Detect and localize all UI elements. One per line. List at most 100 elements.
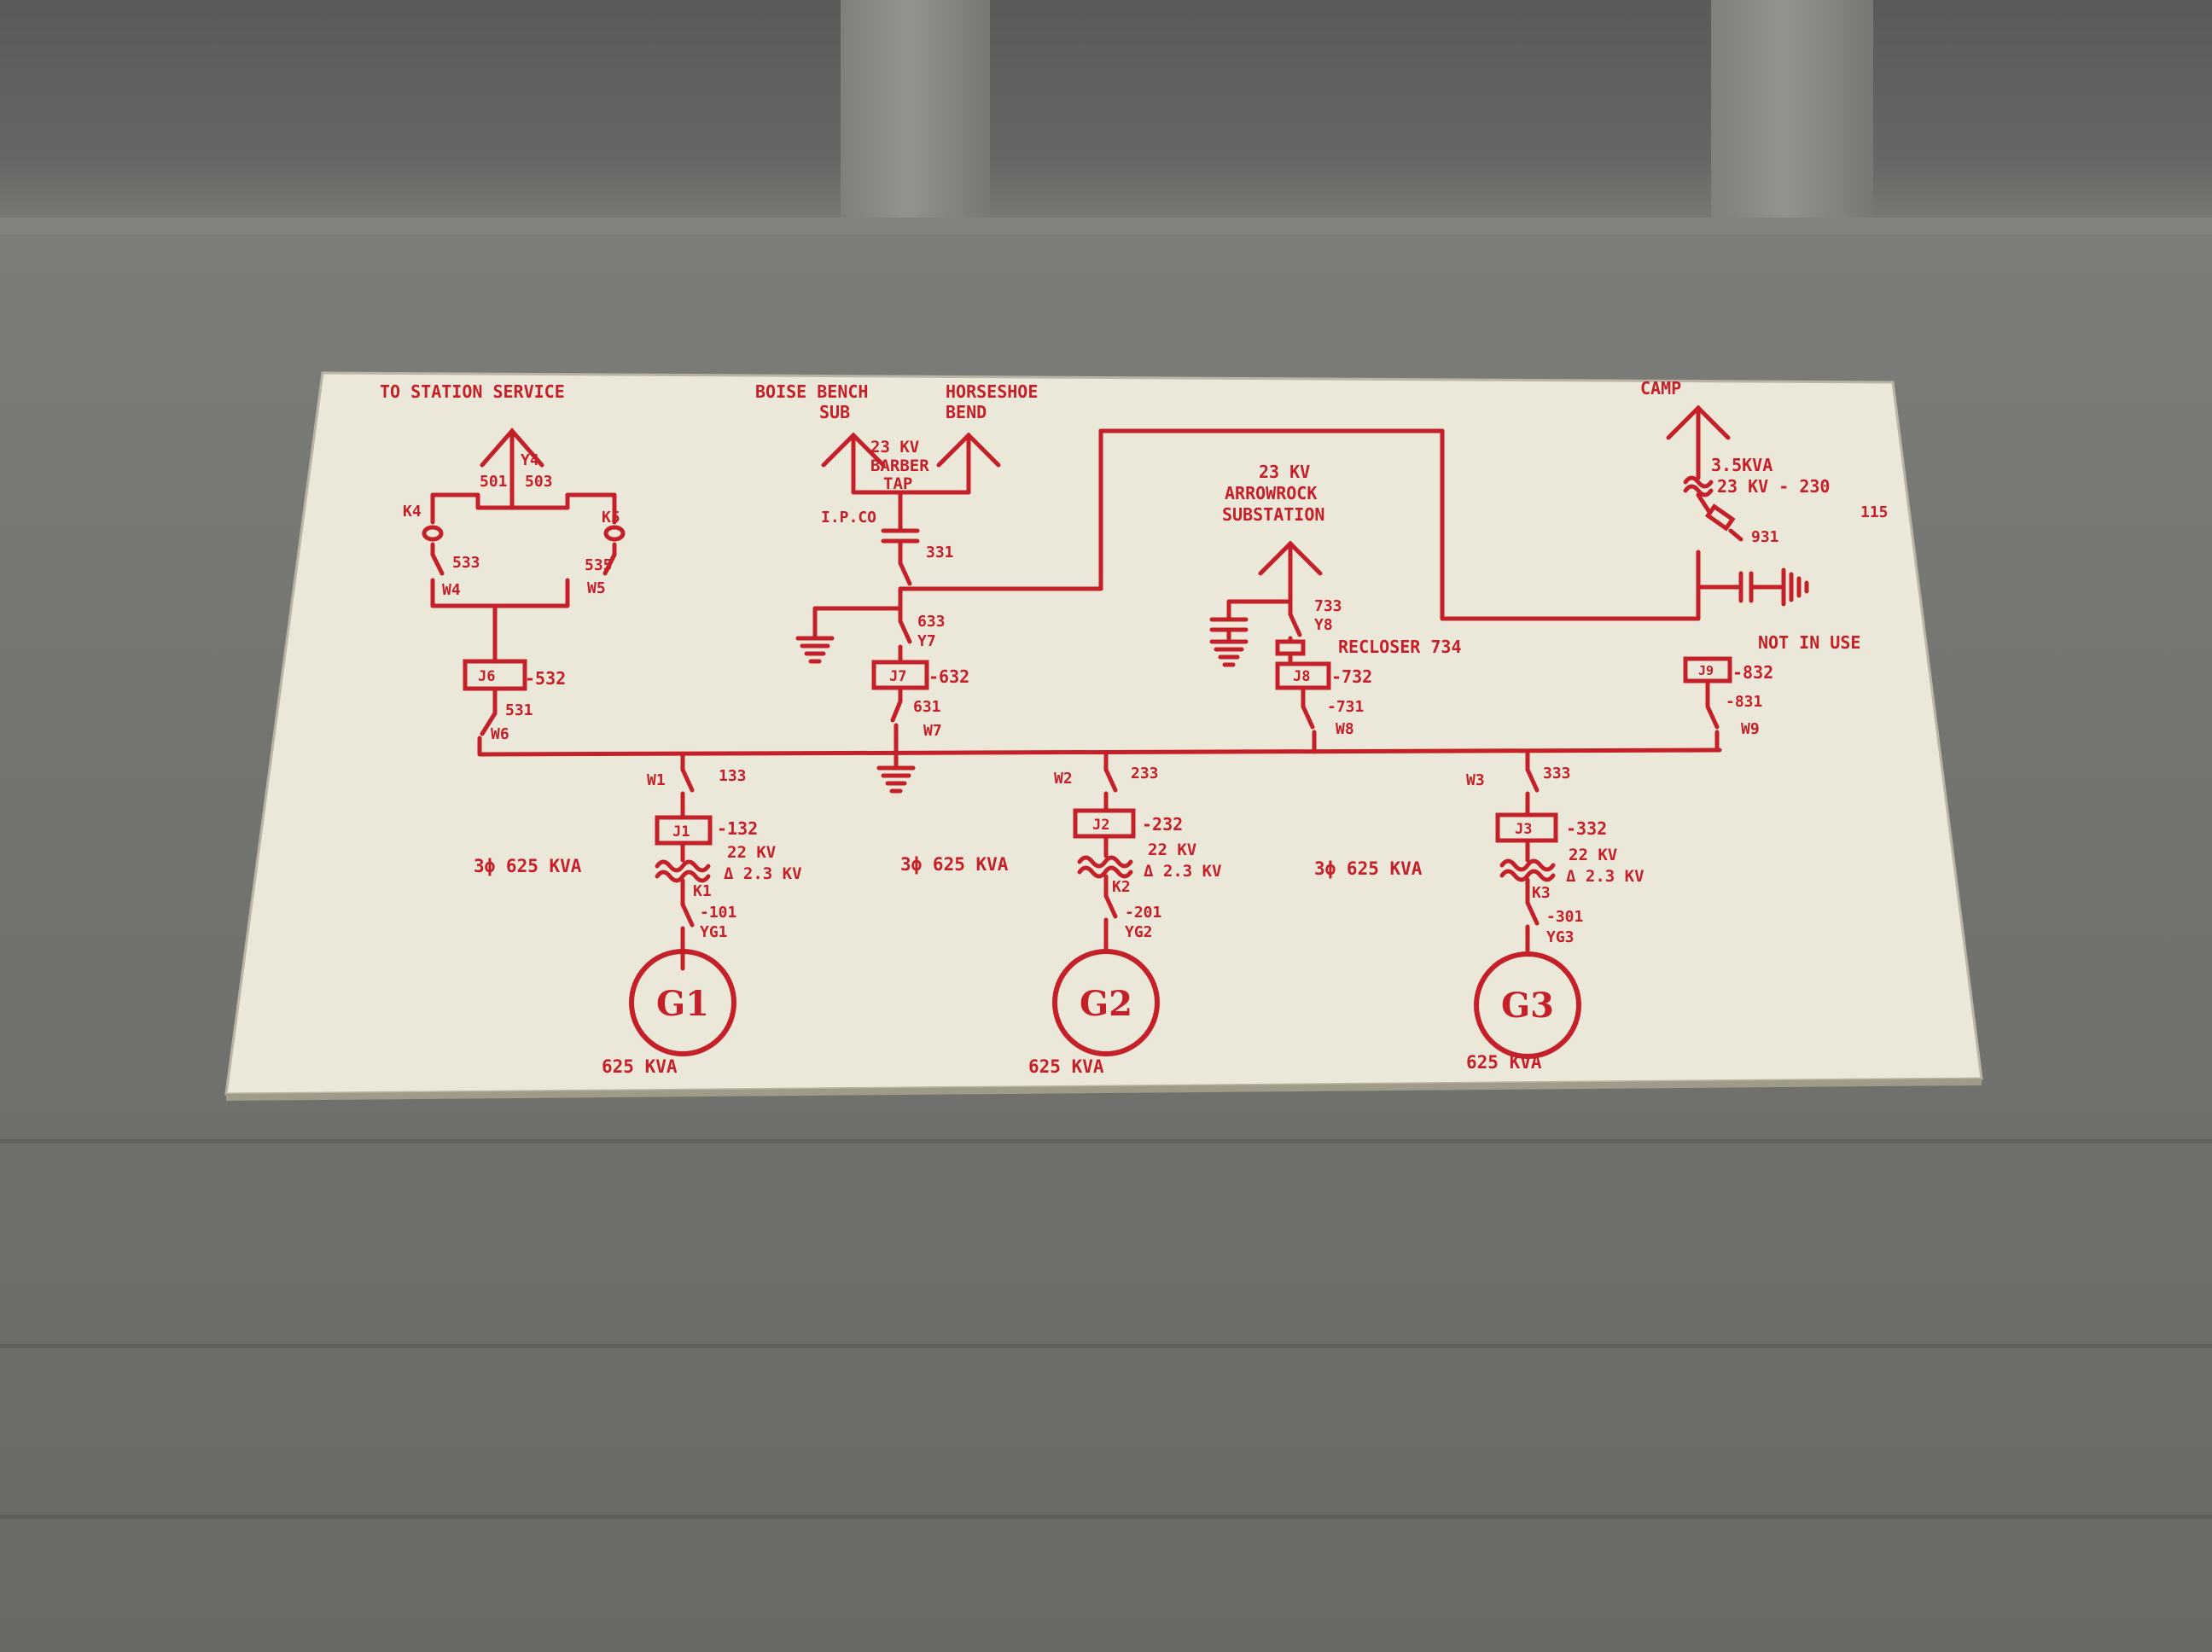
breaker-301 [1525,900,1540,926]
label-731: -731 [1327,698,1364,716]
label-632: -632 [928,666,969,687]
switch-631 [890,699,903,723]
label-w1: W1 [647,771,666,789]
label-832: -832 [1732,662,1773,683]
label-w3: W3 [1466,771,1485,789]
label-301: -301 [1546,908,1583,926]
breaker-101 [680,902,695,928]
label-camp-ratio-den: 115 [1860,503,1889,521]
label-hv3: 22 KV [1569,846,1617,864]
label-yg2: YG2 [1125,923,1153,941]
label-y8: Y8 [1314,616,1333,634]
label-233: 233 [1131,765,1159,782]
main-bus [477,747,1722,757]
label-332: -332 [1566,818,1607,839]
label-camp: CAMP [1640,378,1681,398]
label-831: -831 [1726,693,1762,711]
label-132: -132 [717,818,758,839]
switch-333 [1525,767,1540,793]
label-w5: W5 [587,579,606,597]
label-y7: Y7 [917,632,936,650]
label-g2: G2 [1080,984,1132,1024]
breaker-201 [1103,893,1118,919]
label-j1: J1 [672,823,690,841]
switch-535 [602,552,617,576]
fuse-k5 [603,525,626,542]
fuse-931 [1704,503,1736,532]
diagram-labels: TO STATION SERVICE BOISE BENCH SUB HORSE… [380,378,1889,1077]
label-501: 501 [480,473,508,491]
label-w4: W4 [442,581,461,599]
transformer-2 [1077,855,1133,869]
label-arrowrock: ARROWROCK [1225,483,1317,503]
label-j9: J9 [1698,663,1714,678]
fuse-k4 [422,525,444,542]
label-not-in-use: NOT IN USE [1758,632,1860,653]
label-tx3: 3ϕ 625 KVA [1314,858,1423,879]
label-j3: J3 [1515,821,1532,838]
label-w6: W6 [491,725,509,743]
board-edge [226,1079,1982,1101]
label-g3: G3 [1501,986,1554,1026]
label-531: 531 [505,701,533,719]
label-w9: W9 [1741,720,1760,738]
label-k3: K3 [1532,884,1551,902]
label-station-service: TO STATION SERVICE [380,381,565,402]
label-horseshoe-bend: BEND [946,402,987,422]
label-931: 931 [1751,528,1779,546]
label-503: 503 [525,473,553,491]
label-tx1: 3ϕ 625 KVA [474,856,582,876]
label-hv1: 22 KV [727,843,776,862]
transformer-3 [1499,858,1556,872]
label-ipco: I.P.CO [821,509,876,526]
switch-733 [1288,612,1302,637]
switch-233 [1103,767,1118,793]
label-133: 133 [719,767,747,785]
label-201: -201 [1125,904,1161,922]
switch-133 [680,767,695,793]
label-w7: W7 [923,722,942,740]
label-rating-g2: 625 KVA [1028,1056,1104,1077]
label-y4: Y4 [521,451,539,469]
label-631: 631 [913,698,941,716]
label-lv3: Δ 2.3 KV [1566,867,1644,886]
label-733: 733 [1314,597,1342,615]
label-633: 633 [917,613,946,631]
label-barber-tap: TAP [883,474,912,493]
one-line-wiring [422,404,1809,1059]
label-barber-kv: 23 KV [870,438,919,457]
label-lv1: Δ 2.3 KV [724,864,802,883]
switch-533 [430,552,445,576]
label-tx2: 3ϕ 625 KVA [900,854,1009,875]
label-barber: BARBER [870,457,929,475]
label-j7: J7 [889,668,906,685]
label-arrowrock-substation: SUBSTATION [1222,504,1324,525]
label-k4: K4 [403,503,422,521]
concrete-post-right [1711,0,1873,229]
label-232: -232 [1142,814,1183,835]
label-533: 533 [452,554,480,572]
label-j8: J8 [1293,668,1310,685]
label-331: 331 [926,544,954,561]
label-k2: K2 [1112,878,1131,896]
switch-331 [898,561,912,586]
label-camp-ratio: 23 KV - 230 [1717,476,1830,497]
label-recloser-734: RECLOSER 734 [1338,637,1462,657]
label-k1: K1 [693,882,712,900]
switch-731 [1301,704,1315,730]
label-rating-g1: 625 KVA [602,1056,678,1077]
label-101: -101 [700,904,736,922]
label-yg3: YG3 [1546,928,1575,946]
switch-531 [480,711,498,736]
label-333: 333 [1543,765,1571,782]
label-j2: J2 [1092,817,1109,834]
label-horseshoe: HORSESHOE [946,381,1038,402]
transformer-1 [655,859,711,873]
label-535: 535 [585,556,613,574]
label-732: -732 [1331,666,1372,687]
label-j6: J6 [478,668,495,685]
label-k5: K5 [602,509,620,526]
wall-ledge [0,218,2212,235]
label-w8: W8 [1336,720,1354,738]
